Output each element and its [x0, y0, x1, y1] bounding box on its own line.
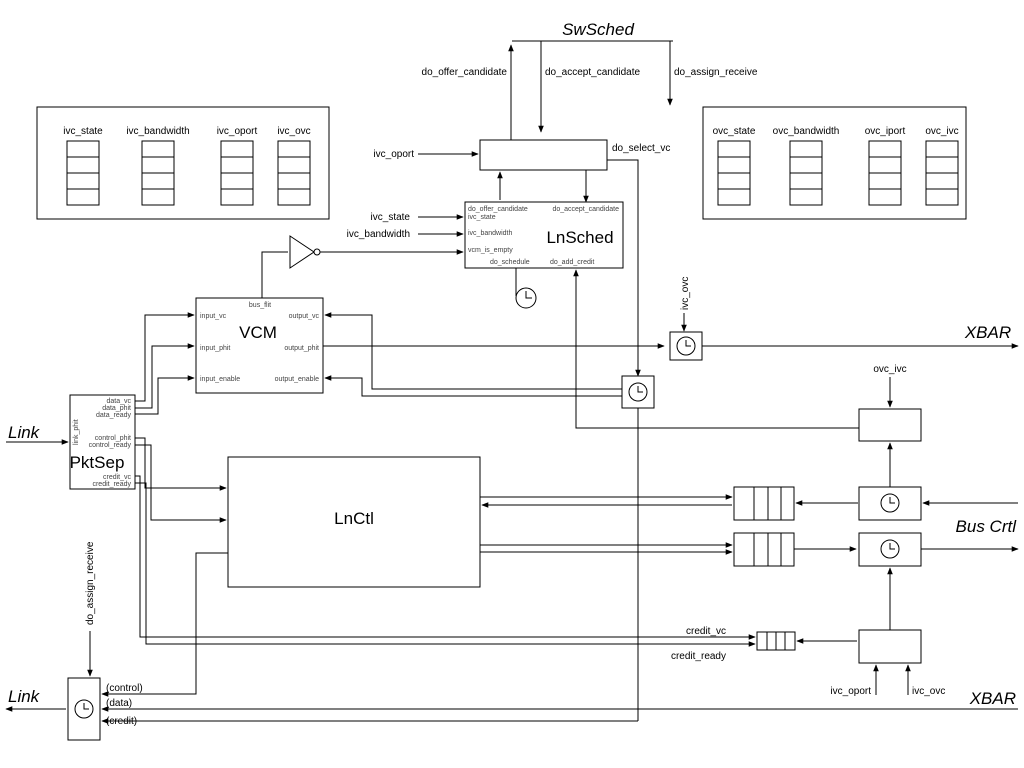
bus-clock-1-hands: [889, 497, 895, 504]
lnsched-port-ivc-state: ivc_state: [468, 214, 496, 221]
vcm-port-input-phit: input_phit: [200, 345, 230, 352]
credit-vc-label: credit_vc: [686, 626, 726, 637]
data-ready-wire: [135, 375, 195, 415]
vc-clock-hands: [637, 386, 643, 393]
lnsched-port-vcm-empty: vcm_is_empty: [468, 247, 513, 254]
pktsep-port-credit-ready: credit_ready: [92, 481, 131, 488]
ivc-ovc-bottom-label: ivc_ovc: [912, 686, 945, 697]
pktsep-title: PktSep: [70, 453, 125, 472]
control-return-wire: [101, 552, 228, 697]
bus-clock-2-hands: [889, 543, 895, 550]
ovc-tables-group: [702, 106, 967, 220]
ivc-bandwidth-label: ivc_bandwidth: [347, 229, 410, 240]
do-offer-candidate-label: do_offer_candidate: [422, 67, 508, 78]
ovc-state-header: ovc_state: [713, 126, 756, 137]
lnsched-port-schedule: do_schedule: [490, 259, 530, 266]
pktsep-port-control-ready: control_ready: [89, 442, 132, 449]
vcm-port-output-phit: output_phit: [284, 345, 319, 352]
ovc-ivc-top-label: ovc_ivc: [873, 364, 906, 375]
credit-label: (credit): [106, 716, 137, 727]
lnsched-title: LnSched: [546, 228, 613, 247]
control-phit-wire: [135, 437, 227, 491]
ivc-ovc-header: ivc_ovc: [277, 126, 310, 137]
vcm-title: VCM: [239, 323, 277, 342]
lnsched-port-accept: do_accept_candidate: [552, 206, 619, 213]
lnctl-title: LnCtl: [334, 509, 374, 528]
ivc-oport-header: ivc_oport: [217, 126, 258, 137]
do-accept-candidate-label: do_accept_candidate: [545, 67, 641, 78]
pktsep-port-credit-vc: credit_vc: [103, 474, 132, 481]
bus-crtl-label: Bus Crtl: [956, 517, 1018, 536]
ivc-oport-bottom-label: ivc_oport: [830, 686, 871, 697]
control-label: (control): [106, 683, 143, 694]
credit-register: [858, 629, 922, 664]
ivc-tables-group: [36, 106, 330, 220]
do-assign-receive-top-label: do_assign_receive: [674, 67, 758, 78]
lnsched-clock-hands: [525, 291, 532, 299]
xbar-top-label: XBAR: [964, 323, 1011, 342]
fifo-queue-2: [733, 532, 795, 567]
credit-fifo: [756, 631, 796, 651]
link-clock-hands: [83, 703, 89, 710]
data-phit-wire: [135, 343, 195, 409]
pktsep-port-control-phit: control_phit: [95, 435, 131, 442]
do-select-vc-label: do_select_vc: [612, 143, 670, 154]
fifo-queue-1: [733, 486, 795, 521]
vcm-to-inverter: [261, 251, 288, 298]
inverter-bubble: [313, 248, 321, 256]
control-ready-wire: [135, 444, 227, 523]
link-top-label: Link: [8, 423, 41, 442]
xbar-bottom-label: XBAR: [969, 689, 1016, 708]
vcm-port-input-enable: input_enable: [200, 376, 240, 383]
pktsep-block: [69, 394, 136, 490]
lnsched-port-ivc-bandwidth: ivc_bandwidth: [468, 230, 512, 237]
do-assign-receive-bottom-label: do_assign_receive: [85, 541, 96, 625]
output-vc-feedback: [324, 312, 622, 390]
ivc-state-label: ivc_state: [371, 212, 411, 223]
pktsep-port-link-phit: link_phit: [73, 419, 80, 445]
inverter-icon: [289, 235, 315, 269]
vcm-block: [195, 297, 324, 394]
data-label: (data): [106, 698, 132, 709]
ovc-bandwidth-header: ovc_bandwidth: [773, 126, 840, 137]
ivc-table-cells: [66, 140, 311, 206]
ivc-ovc-vertical-label: ivc_ovc: [680, 277, 691, 310]
ivc-state-header: ivc_state: [63, 126, 103, 137]
credit-ready-label: credit_ready: [671, 651, 726, 662]
vcm-port-bus-flit: bus_flit: [249, 302, 271, 309]
credit-vc-wire: [135, 475, 756, 640]
link-out-register: [67, 677, 101, 741]
vcm-port-input-vc: input_vc: [200, 313, 227, 320]
swsched-label: SwSched: [562, 20, 634, 39]
xbar-clock-hands: [685, 340, 691, 347]
vcm-port-output-vc: output_vc: [289, 313, 320, 320]
ivc-bandwidth-header: ivc_bandwidth: [126, 126, 189, 137]
lnsched-port-offer: do_offer_candidate: [468, 206, 528, 213]
ovc-table-cells: [717, 140, 959, 206]
pktsep-port-data-vc: data_vc: [106, 398, 131, 405]
output-enable-feedback: [324, 375, 622, 397]
vcm-port-output-enable: output_enable: [275, 376, 319, 383]
lnctl-block: [227, 456, 481, 588]
link-bottom-label: Link: [8, 687, 41, 706]
pktsep-port-data-phit: data_phit: [102, 405, 131, 412]
vc-selector-box: [479, 139, 608, 171]
ovc-iport-header: ovc_iport: [865, 126, 906, 137]
ovc-ivc-register: [858, 408, 922, 442]
pktsep-port-data-ready: data_ready: [96, 412, 132, 419]
credit-ready-wire: [135, 482, 756, 647]
do-select-vc-line: [607, 159, 641, 377]
ovc-ivc-header: ovc_ivc: [925, 126, 958, 137]
ivc-oport-label: ivc_oport: [373, 149, 414, 160]
lnsched-block: [464, 201, 624, 269]
lnsched-port-add-credit: do_add_credit: [550, 259, 594, 266]
data-vc-wire: [135, 312, 195, 402]
do-add-credit-line: [573, 269, 919, 429]
